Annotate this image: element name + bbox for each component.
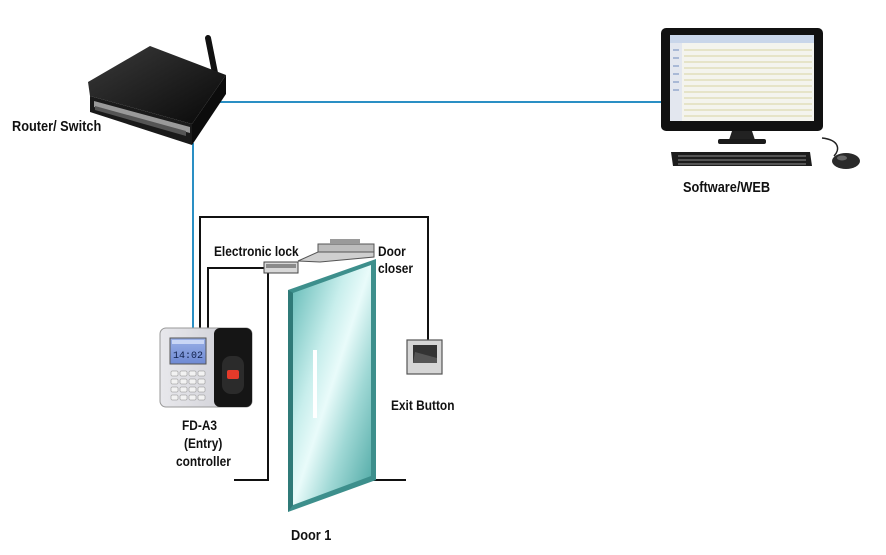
door-closer-icon xyxy=(297,239,375,263)
wire-lock-down xyxy=(234,271,269,481)
wire-controller-to-exit-button xyxy=(199,216,429,341)
exit-button-icon xyxy=(406,339,443,375)
electronic-lock-icon xyxy=(263,261,299,274)
door-icon xyxy=(288,259,376,512)
door-closer-label-line1: Door xyxy=(378,243,406,259)
controller-device-icon: 14:02 xyxy=(159,327,253,408)
controller-label-line1: FD-A3 xyxy=(182,417,218,433)
door-label: Door 1 xyxy=(291,527,332,544)
controller-screen-time: 14:02 xyxy=(173,351,203,362)
computer-icon xyxy=(661,28,860,169)
network-cables xyxy=(192,101,668,330)
electronic-lock-label: Electronic lock xyxy=(214,243,299,259)
control-wires xyxy=(199,216,429,481)
software-label: Software/WEB xyxy=(683,179,771,196)
wire-controller-to-lock xyxy=(207,267,266,330)
door-closer-label-line2: closer xyxy=(378,260,414,276)
router-label: Router/ Switch xyxy=(12,118,102,135)
exit-button-label: Exit Button xyxy=(391,397,455,413)
controller-label-line3: controller xyxy=(176,453,231,469)
router-icon xyxy=(88,35,226,145)
controller-label-line2: (Entry) xyxy=(184,435,223,451)
